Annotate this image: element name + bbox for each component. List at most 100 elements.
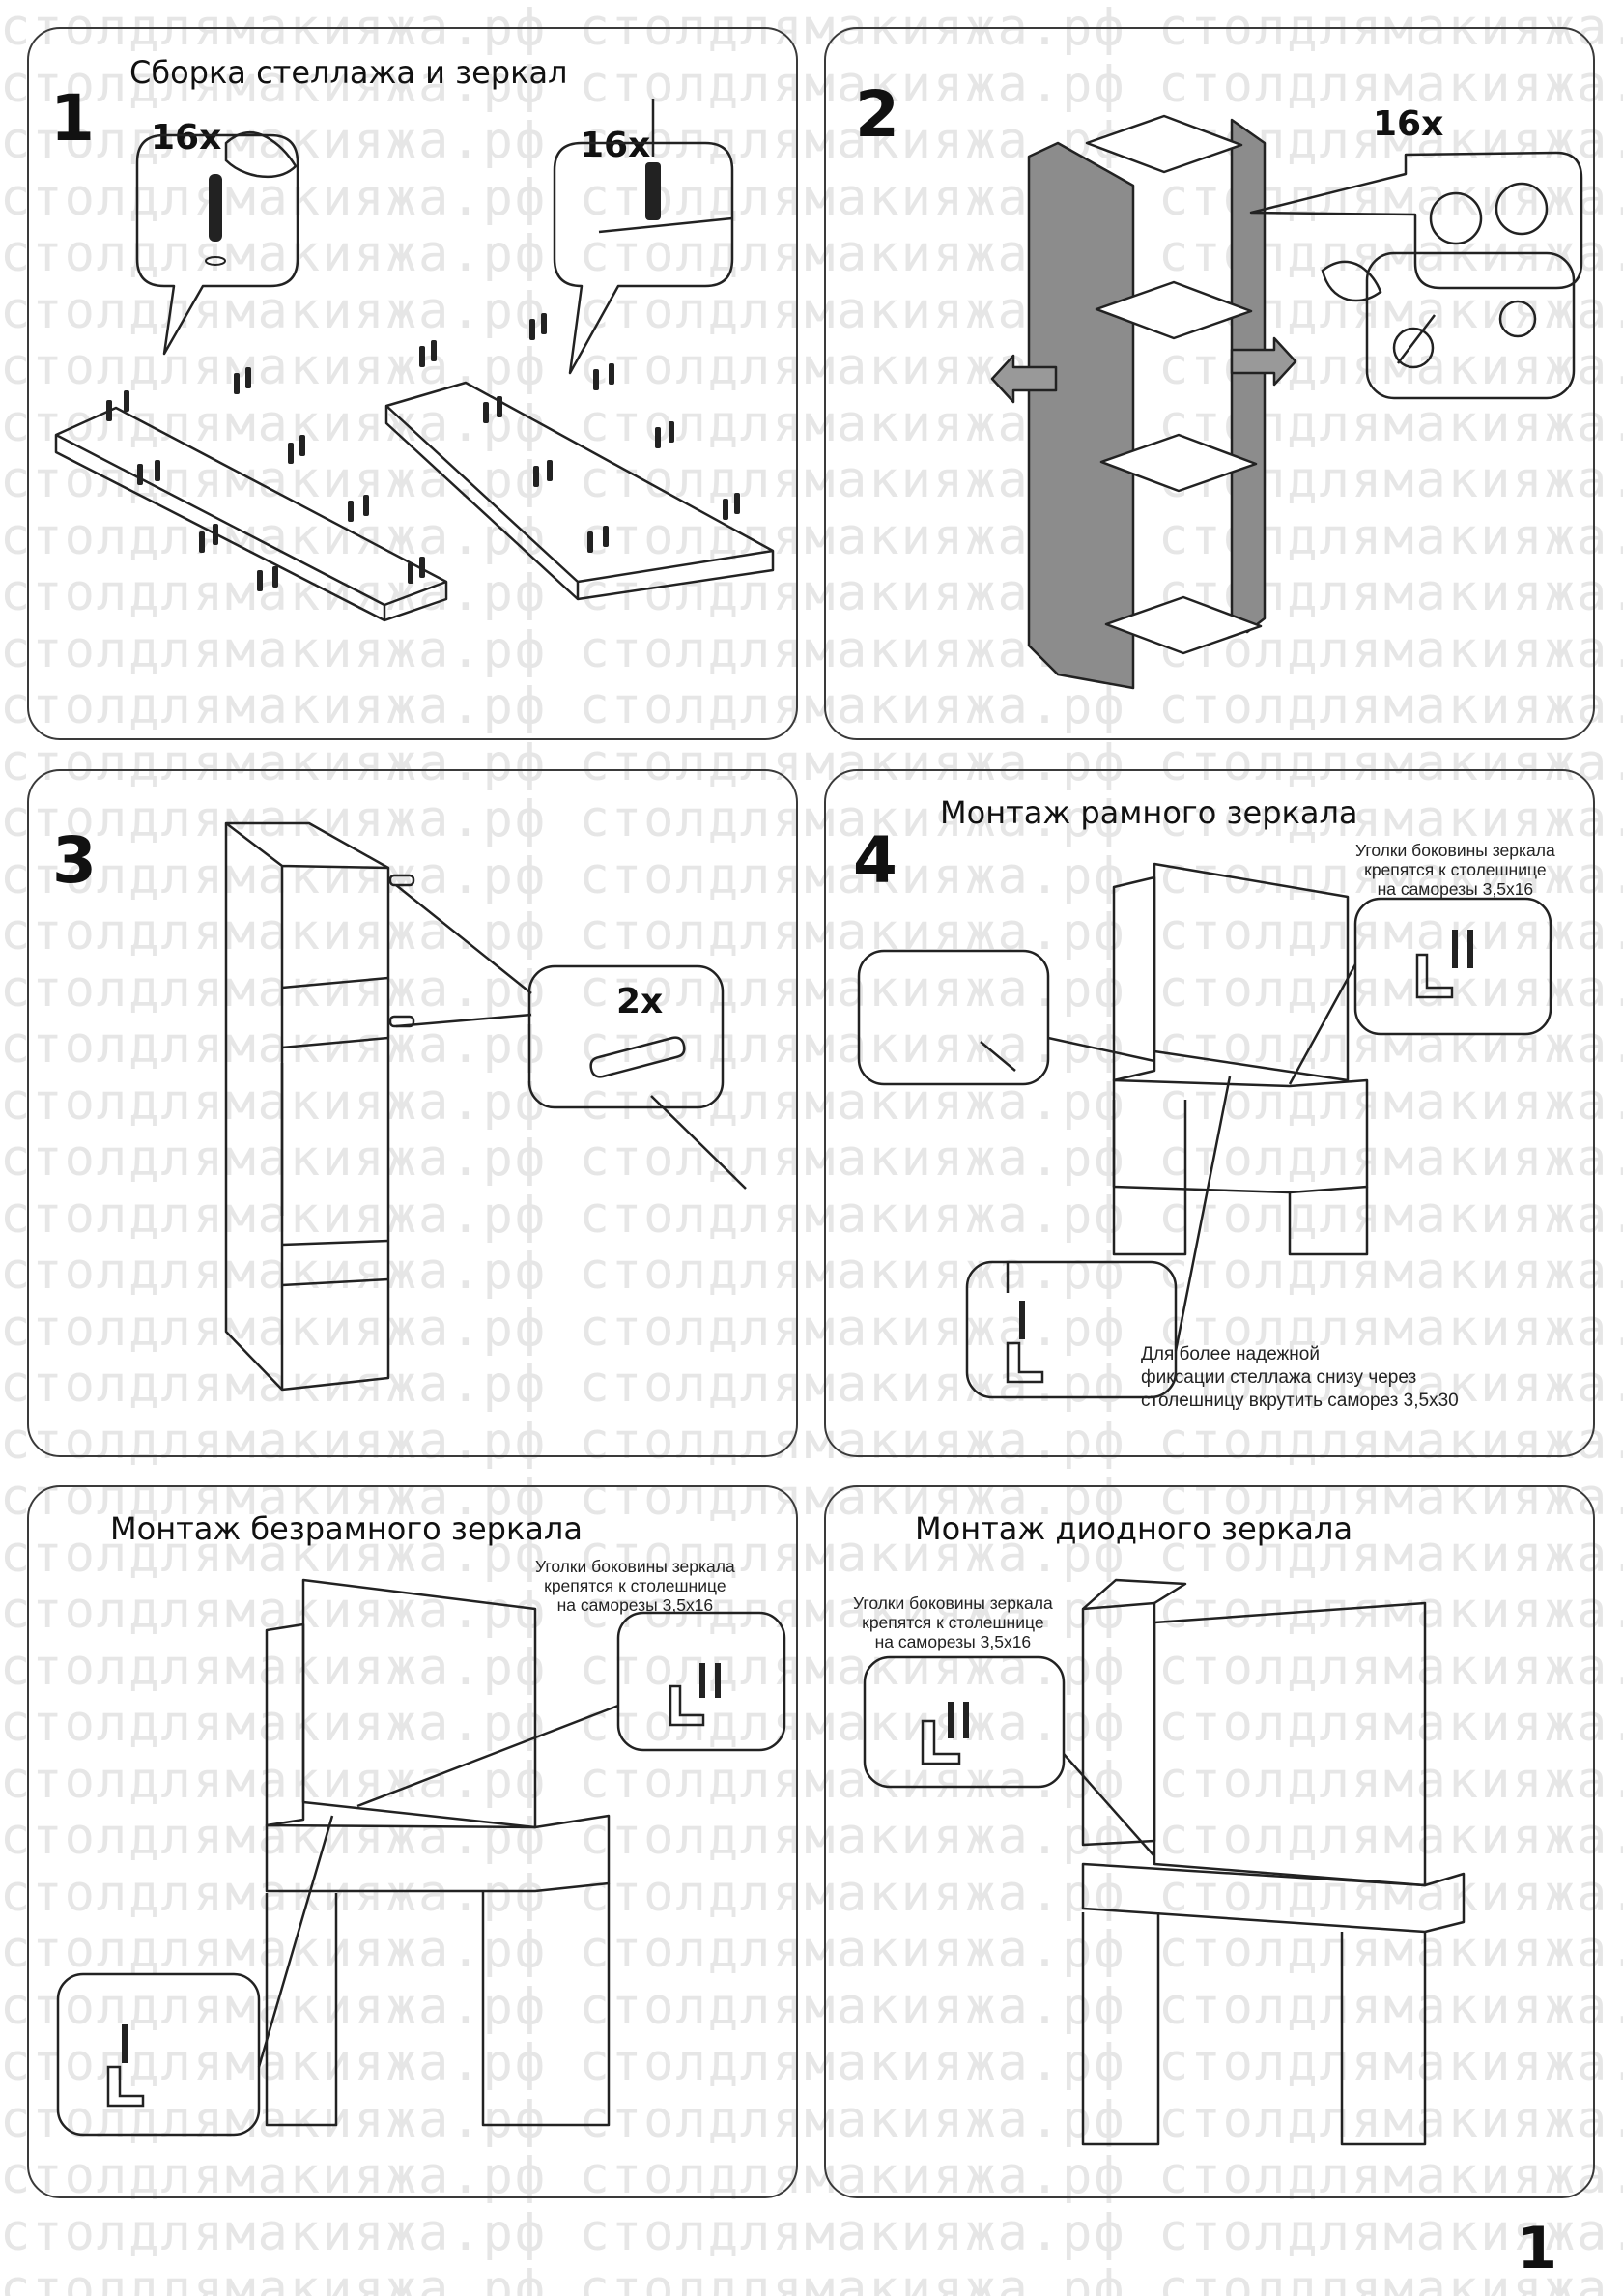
arrow [990, 354, 1058, 404]
step-title: Монтаж рамного зеркала [940, 794, 1358, 831]
note-brackets: Уголки боковины зеркала крепятся к столе… [853, 1593, 1053, 1651]
shelf-unit [265, 1622, 305, 1827]
side-panel-right [1230, 118, 1267, 634]
dowel-marker [288, 443, 294, 464]
screw-plug-icon [645, 162, 661, 220]
step-number: 3 [52, 823, 97, 898]
shelf-unit [1081, 1601, 1156, 1847]
dowel-marker [603, 526, 609, 547]
shelf-unit [1112, 875, 1156, 1082]
detail-callout [1365, 251, 1576, 400]
dowel-marker [257, 570, 263, 591]
shelf [1099, 433, 1258, 493]
dowel-marker [155, 460, 160, 481]
dowel-marker [245, 367, 251, 388]
dowel-marker [408, 562, 413, 584]
page-number: 1 [1517, 2215, 1557, 2282]
bracket-icon [388, 874, 686, 1078]
note-bottom-screw: Для более надежной фиксации стеллажа сни… [1141, 1344, 1459, 1411]
dowel-marker [547, 460, 553, 481]
detail-callout [863, 1655, 1066, 1789]
dowel-marker [593, 369, 599, 390]
corner-bracket-icon [921, 1719, 961, 1765]
table-top [265, 1814, 611, 1893]
detail-callout [857, 949, 1050, 1086]
dowel-marker [655, 427, 661, 448]
note-brackets: Уголки боковины зеркала крепятся к столе… [1355, 841, 1555, 899]
dowel-marker [541, 313, 547, 334]
corner-bracket-icon [1006, 953, 1454, 1384]
table-legs [265, 1883, 611, 2127]
dowel-marker [213, 524, 218, 545]
dowel-marker [609, 363, 614, 385]
dowel-marker [348, 501, 354, 522]
dowel-icon [205, 174, 226, 266]
side-panel-left [1027, 141, 1135, 690]
screw-icon [948, 1702, 969, 1738]
detail-callout [553, 141, 734, 375]
dowel-marker [272, 566, 278, 588]
dowel-marker [363, 495, 369, 516]
led-mirror-panel: Монтаж диодного зеркала Уголки боковины … [824, 1485, 1595, 2198]
step-title: Сборка стеллажа и зеркал [129, 54, 568, 91]
step-3-panel: 3 2x [27, 769, 798, 1457]
dowel-marker [419, 557, 425, 578]
dowel-marker [483, 402, 489, 423]
detail-callout [616, 1611, 786, 1752]
frameless-mirror-panel: Монтаж безрамного зеркала Уголки боковин… [27, 1485, 798, 2198]
dowel-marker [723, 499, 728, 520]
quantity-callout: 16x [1373, 104, 1444, 144]
dowel-marker [734, 493, 740, 514]
mirror-frame [1153, 862, 1350, 1082]
dowel-marker [431, 340, 437, 361]
table-top [1112, 1078, 1369, 1194]
dowel-marker [587, 531, 593, 553]
led-mirror [1153, 1601, 1427, 1887]
mirror-board-left [54, 406, 448, 622]
dowel-markers [106, 313, 740, 591]
dowel-marker [533, 466, 539, 487]
dowel-marker [299, 435, 305, 456]
hand-icon [224, 130, 298, 179]
dowel-marker [419, 346, 425, 367]
step-title: Монтаж безрамного зеркала [110, 1510, 583, 1547]
screw-icon [122, 1663, 721, 2063]
mirror-panel [301, 1578, 537, 1829]
step-1-illustration [54, 99, 775, 622]
table-legs [1112, 1100, 1369, 1256]
cam-lock-icon [1392, 182, 1549, 369]
dowel-marker [234, 373, 240, 394]
quantity-callout: 16x [580, 126, 651, 165]
led-mirror-illustration [863, 1578, 1466, 2146]
note-brackets: Уголки боковины зеркала крепятся к столе… [535, 1557, 735, 1615]
detail-callout [56, 1972, 261, 2137]
step-number: 4 [853, 823, 897, 898]
corner-bracket-icon [106, 1684, 705, 2108]
screwdriver-icon [1397, 314, 1436, 364]
screwdriver-icon [980, 1041, 1016, 1293]
step-2-illustration [990, 114, 1583, 690]
frameless-mirror-illustration [56, 1578, 786, 2137]
shelf [1095, 280, 1253, 340]
dowel-marker [124, 390, 129, 412]
detail-callout [135, 133, 299, 356]
mirror-board-right [384, 381, 775, 601]
screwdriver-icon [650, 1095, 747, 1190]
hand-icon [1321, 260, 1382, 302]
step-3-illustration [224, 821, 747, 1392]
table-top [1081, 1862, 1466, 1934]
shelf [1104, 595, 1263, 655]
shelf-unit [224, 821, 390, 1392]
quantity-callout: 2x [616, 982, 664, 1021]
detail-callout [1249, 151, 1583, 290]
dowel-marker [199, 531, 205, 553]
step-2-panel: 2 16x [824, 27, 1595, 740]
quantity-callout: 16x [151, 118, 222, 158]
dowel-marker [137, 464, 143, 485]
detail-callout [527, 964, 725, 1109]
step-number: 1 [50, 81, 95, 156]
step-title: Монтаж диодного зеркала [915, 1510, 1353, 1547]
step-1-panel: 1 Сборка стеллажа и зеркал 16x 16x [27, 27, 798, 740]
step-4-illustration [857, 862, 1552, 1399]
dowel-marker [106, 400, 112, 421]
